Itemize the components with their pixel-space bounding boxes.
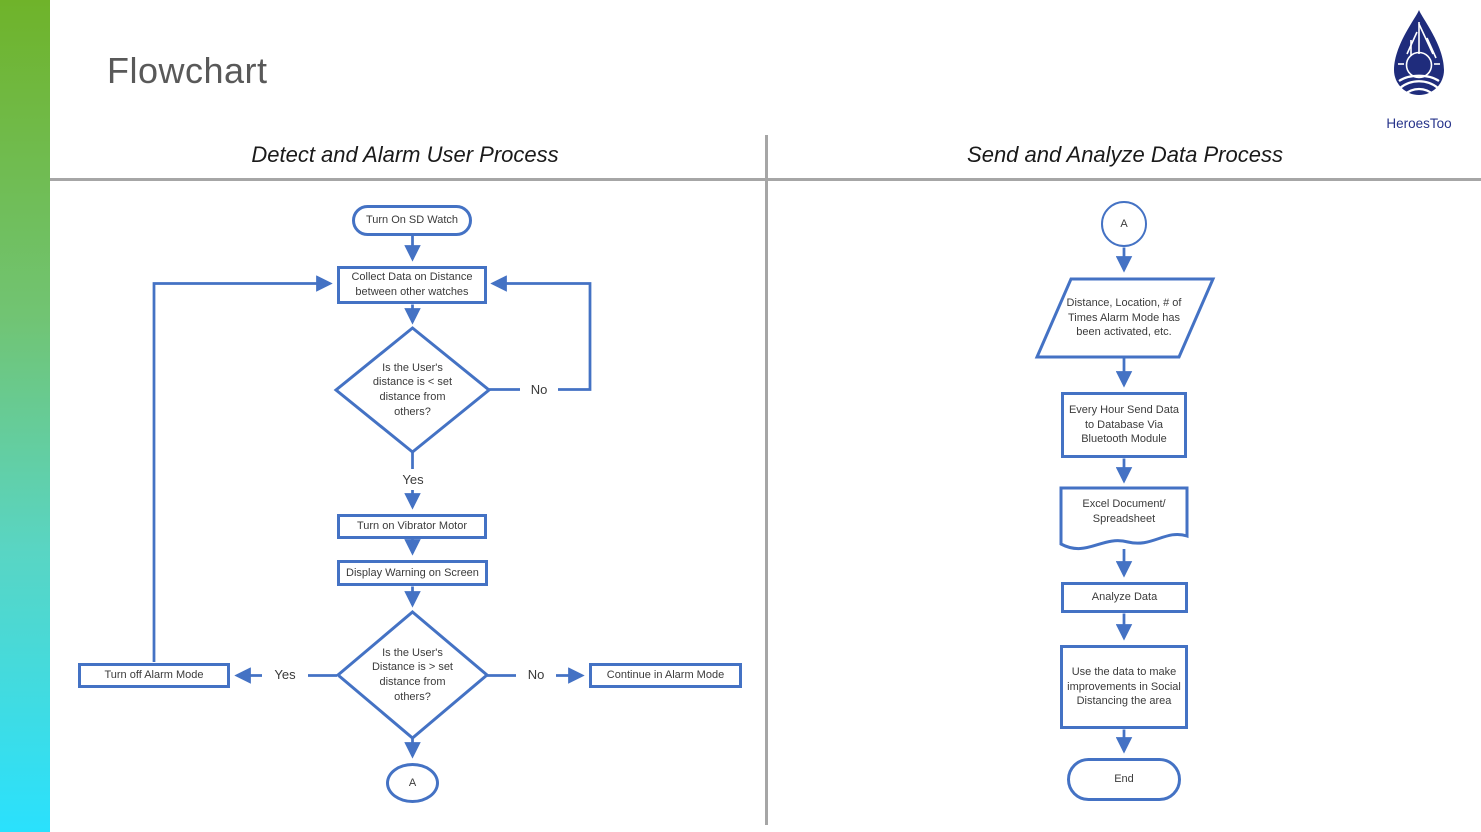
document-shape [1059, 486, 1189, 550]
page-title: Flowchart [107, 50, 268, 91]
node-turn-on-sd-watch: Turn On SD Watch [352, 205, 472, 236]
node-analyze-data: Analyze Data [1061, 582, 1188, 613]
node-continue-in-alarm-mode: Continue in Alarm Mode [589, 663, 742, 688]
node-collect-data-on-distance: Collect Data on Distance between other w… [337, 266, 487, 304]
node-excel-document: Excel Document/ Spreadsheet [1082, 498, 1166, 525]
logo-brand-name: HeroesToo [1386, 116, 1452, 131]
edge-label-decision2-yes: Yes [262, 664, 308, 685]
column-header-detect-process: Detect and Alarm User Process [251, 142, 559, 167]
heroestoo-logo: HeroesToo [1374, 8, 1464, 131]
vertical-divider-line [765, 135, 768, 825]
node-end-terminator: End [1067, 758, 1181, 801]
node-display-warning-on-screen: Display Warning on Screen [337, 560, 488, 586]
edge-label-decision1-no: No [520, 379, 558, 400]
column-header-send-process: Send and Analyze Data Process [967, 142, 1283, 167]
node-offpage-connector-a-right: A [1101, 201, 1147, 247]
data-input-parallelogram-shape [1034, 277, 1216, 359]
edge-label-decision1-yes: Yes [392, 469, 434, 490]
water-drop-logo-icon [1394, 10, 1444, 96]
decision2-diamond-shape [335, 610, 490, 740]
node-every-hour-send-data: Every Hour Send Data to Database Via Blu… [1061, 392, 1187, 458]
decision1-diamond-shape [333, 326, 492, 454]
edge-turnoff-loop-to-collect [152, 275, 333, 662]
edge-decision1-no-loop [488, 275, 592, 391]
node-data-input-parallelogram: Distance, Location, # of Times Alarm Mod… [1066, 297, 1182, 339]
node-decision-distance-greater-than: Is the User's Distance is > set distance… [371, 646, 453, 703]
node-use-data-improvements: Use the data to make improvements in Soc… [1060, 645, 1188, 729]
node-offpage-connector-a-left: A [386, 763, 439, 803]
node-turn-on-vibrator-motor: Turn on Vibrator Motor [337, 514, 487, 539]
slide-accent-bar [0, 0, 50, 832]
edge-label-decision2-no: No [516, 664, 556, 685]
node-decision-distance-less-than: Is the User's distance is < set distance… [372, 361, 453, 418]
node-turn-off-alarm-mode: Turn off Alarm Mode [78, 663, 230, 688]
